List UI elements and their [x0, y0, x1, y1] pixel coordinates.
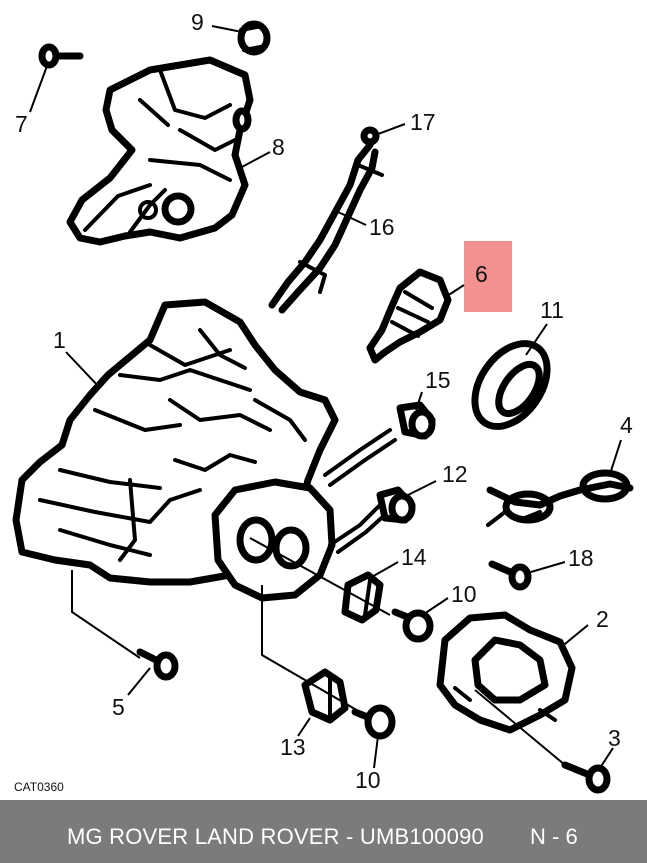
callout-7: 7 — [15, 111, 28, 137]
breather-pipe-upper — [323, 428, 397, 487]
part-6-breather[interactable] — [366, 268, 452, 364]
part-18-bolt[interactable] — [488, 560, 532, 591]
callout-1: 1 — [53, 327, 66, 353]
part-10-bolt-upper[interactable] — [391, 608, 434, 643]
part-2-cover[interactable] — [436, 611, 576, 734]
part-13-bush[interactable] — [301, 668, 349, 724]
callout-17: 17 — [410, 109, 436, 135]
callouts: 9 7 8 17 16 6 11 1 15 4 12 18 14 10 2 3 … — [15, 9, 633, 793]
part-4-clip[interactable] — [486, 469, 634, 527]
leader-lines — [29, 25, 622, 769]
callout-18: 18 — [568, 545, 594, 571]
footer-bar: MG ROVER LAND ROVER - UMB100090 N - 6 — [0, 800, 647, 863]
callout-10-lower: 10 — [355, 767, 381, 793]
callout-8: 8 — [272, 134, 285, 160]
part-16-selector-shaft[interactable] — [268, 126, 384, 314]
part-3-bolt[interactable] — [561, 761, 611, 794]
callout-5: 5 — [112, 694, 125, 720]
callout-6: 6 — [475, 261, 488, 287]
diagram-code-label: CAT0360 — [14, 780, 64, 794]
breather-pipe-lower — [328, 503, 390, 554]
part-7-bolt[interactable] — [38, 43, 84, 69]
callout-4: 4 — [620, 412, 633, 438]
part-8-selector-housing[interactable] — [66, 56, 254, 246]
callout-9: 9 — [191, 9, 204, 35]
callout-14: 14 — [401, 544, 427, 570]
part-5-bolt[interactable] — [136, 648, 179, 681]
callout-16: 16 — [369, 214, 395, 240]
highlight-box-part-6 — [464, 241, 512, 312]
callout-10-upper: 10 — [451, 581, 477, 607]
callout-2: 2 — [596, 606, 609, 632]
callout-11: 11 — [540, 297, 564, 323]
callout-13: 13 — [280, 734, 306, 760]
callout-12: 12 — [442, 461, 468, 487]
exploded-parts-diagram: 9 7 8 17 16 6 11 1 15 4 12 18 14 10 2 3 … — [12, 9, 634, 794]
part-1-transmission-case[interactable] — [12, 298, 339, 602]
callout-15: 15 — [425, 367, 451, 393]
part-9-seal[interactable] — [237, 20, 271, 56]
footer-title: MG ROVER LAND ROVER - UMB100090 — [67, 824, 484, 849]
part-14-bush[interactable] — [341, 571, 384, 624]
footer-page-number: N - 6 — [530, 824, 578, 849]
part-11-oil-seal[interactable] — [460, 330, 562, 440]
part-12-plug[interactable] — [376, 486, 416, 524]
part-10-bolt-lower[interactable] — [351, 704, 396, 740]
callout-3: 3 — [608, 725, 621, 751]
